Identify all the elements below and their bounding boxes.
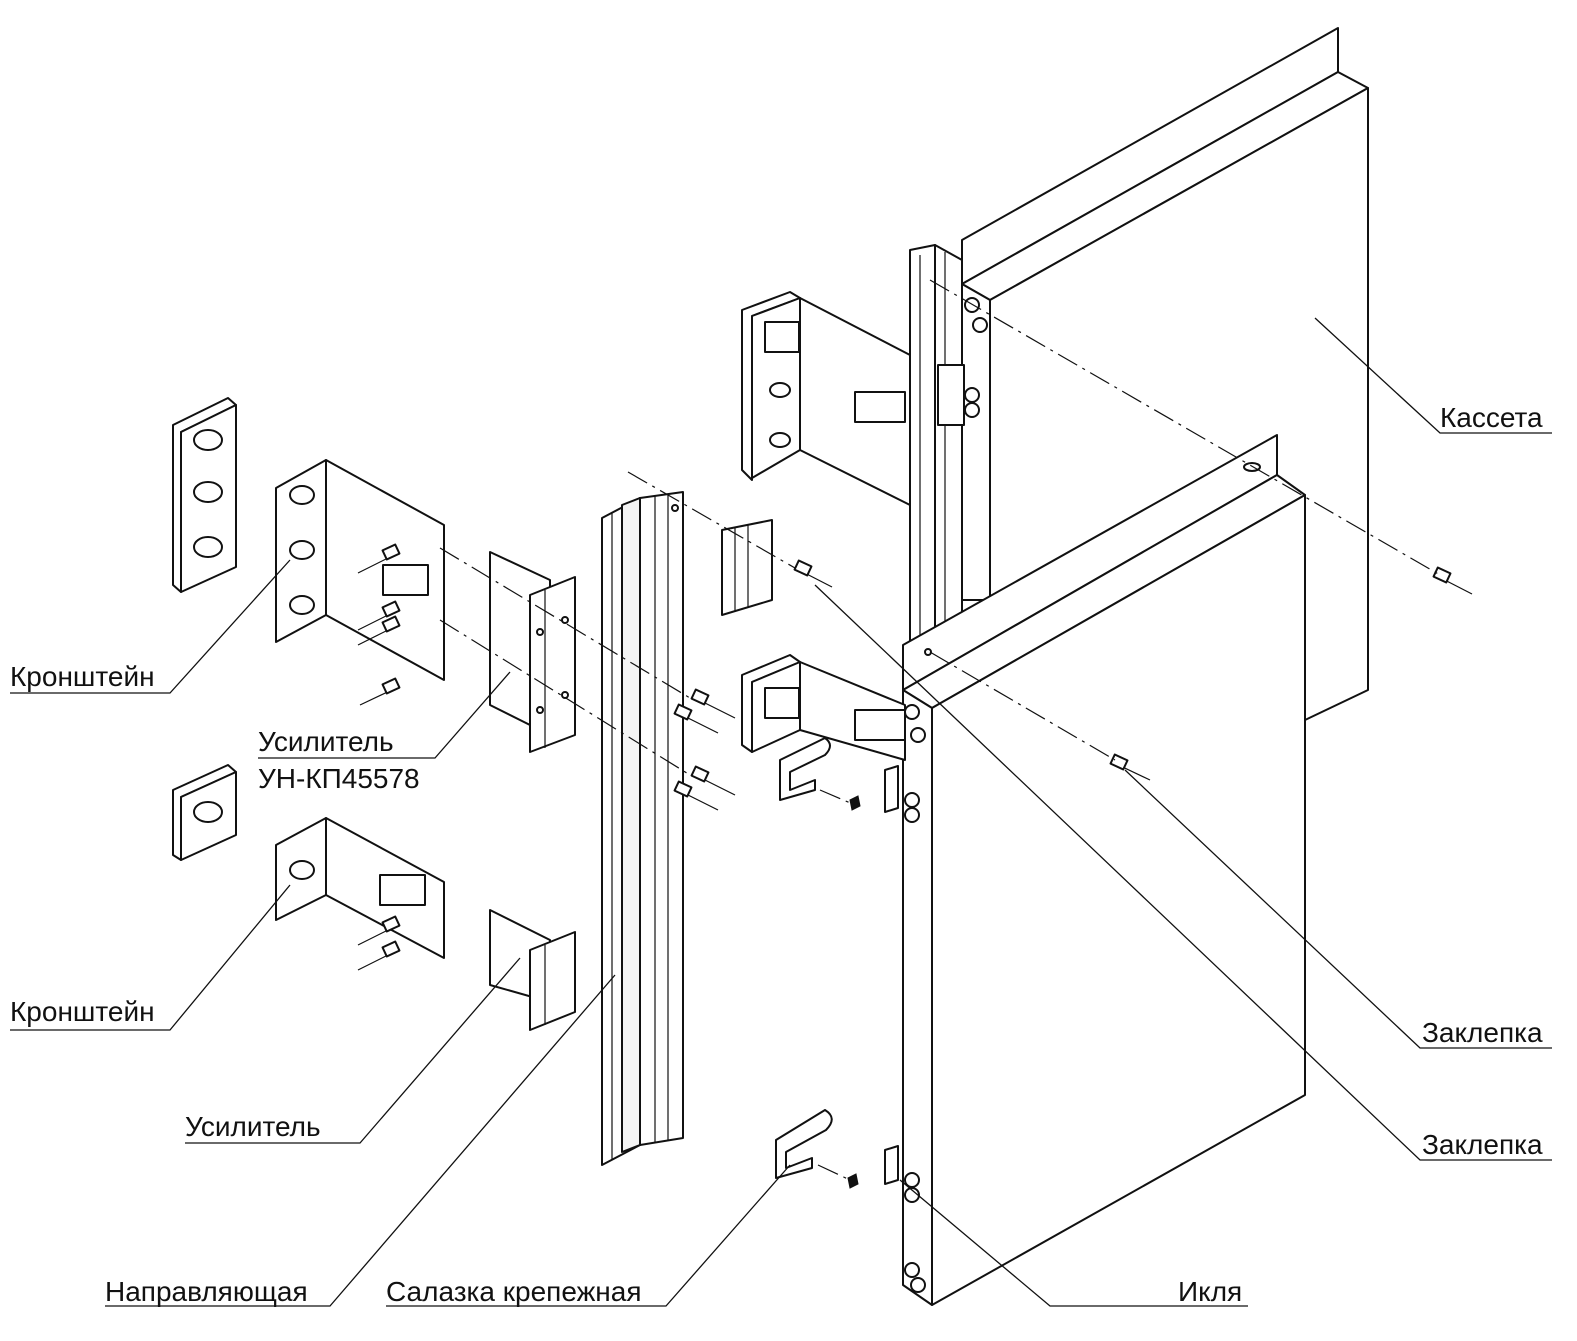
leader-lines — [10, 317, 1552, 1307]
label-rivet-1: Заклепка — [1422, 1017, 1543, 1048]
label-reinforcer-top-line1: Усилитель — [258, 726, 394, 757]
label-reinforcer-top-line2: УН-КП45578 — [258, 763, 420, 794]
fastening-slide-lower — [775, 1109, 899, 1189]
label-bracket-top: Кронштейн — [10, 661, 155, 692]
fastening-slide-upper — [779, 737, 899, 813]
bracket-upper-right — [741, 291, 911, 506]
label-fastening-slide: Салазка крепежная — [386, 1276, 642, 1307]
rivets — [357, 543, 1473, 971]
axis-lines — [439, 279, 1441, 1181]
reinforcer-small — [721, 519, 773, 616]
reinforcer-lower — [489, 909, 576, 1031]
cassette-lower — [902, 434, 1306, 1306]
guide-upper — [909, 244, 965, 646]
label-guide: Направляющая — [105, 1276, 308, 1307]
reinforcer-unkp45578 — [489, 551, 576, 753]
bracket-left-top — [172, 397, 445, 681]
bracket-lower-right — [741, 654, 906, 761]
label-bracket-bottom: Кронштейн — [10, 996, 155, 1027]
bracket-left-bottom — [172, 764, 445, 959]
label-reinforcer-bottom: Усилитель — [185, 1111, 321, 1142]
label-rivet-2: Заклепка — [1422, 1129, 1543, 1160]
label-cassette: Кассета — [1440, 402, 1543, 433]
label-iklya: Икля — [1178, 1276, 1243, 1307]
guide-main — [601, 491, 684, 1166]
